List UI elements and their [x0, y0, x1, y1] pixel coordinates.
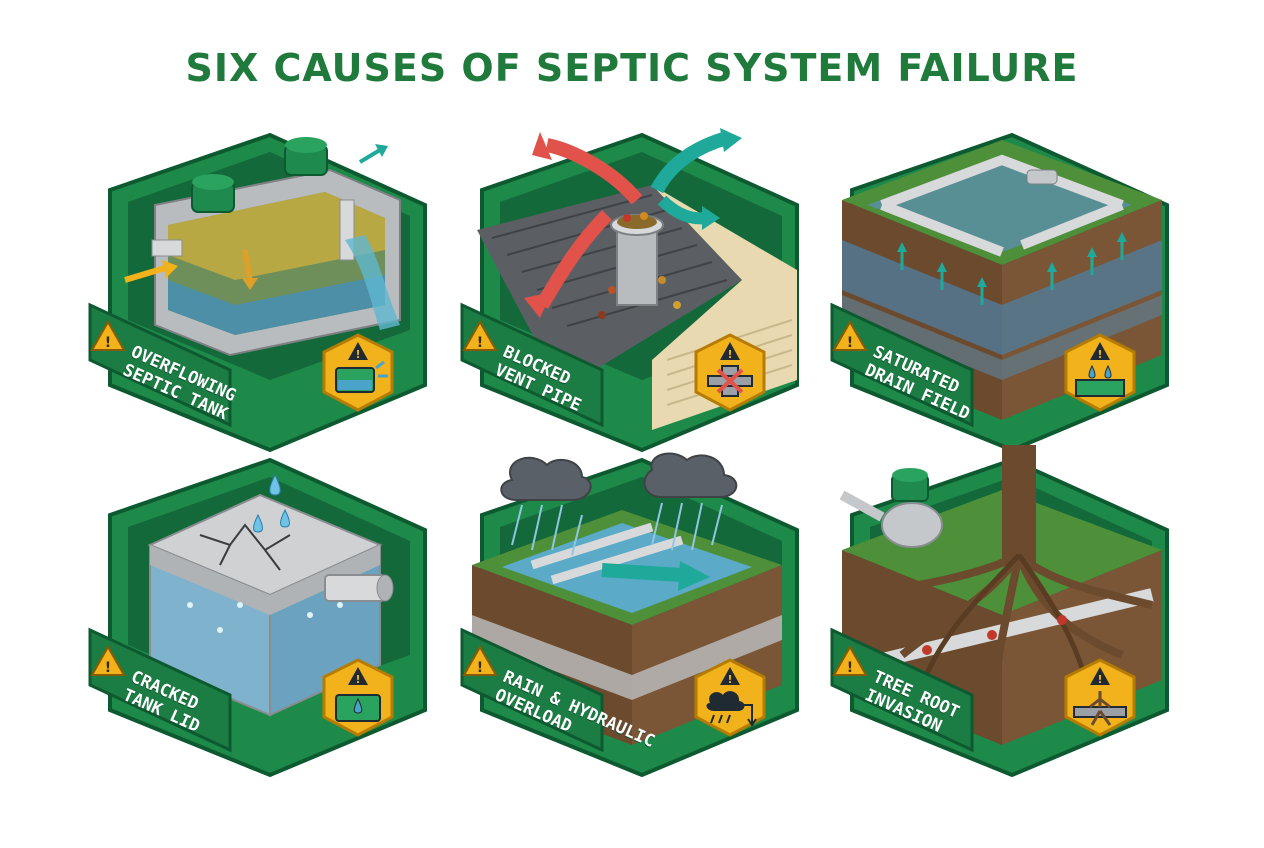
badge-overflowing-tank-icon: !	[322, 333, 394, 412]
badge-rain-cloud-icon: !	[694, 658, 766, 737]
panel-frame: ! !	[830, 132, 1169, 453]
badge-saturated-soil-icon: !	[1064, 333, 1136, 412]
svg-text:!: !	[105, 335, 111, 351]
svg-text:!: !	[355, 673, 360, 686]
svg-text:!: !	[727, 348, 732, 361]
panel-cracked-tank-lid: ! ! Cracked Tank Lid	[80, 455, 440, 785]
panel-tree-root-invasion: ! ! Tree Root Invasion	[822, 445, 1182, 785]
panel-frame: ! !	[830, 445, 1169, 778]
warning-icon: !	[90, 644, 126, 676]
warning-icon: !	[462, 319, 498, 351]
septic-tank-illustration	[124, 137, 401, 357]
badge-root-pipe-icon: !	[1064, 658, 1136, 737]
svg-text:!: !	[847, 660, 853, 676]
svg-text:!: !	[1097, 673, 1102, 686]
warning-icon: !	[90, 319, 126, 351]
warning-icon: !	[832, 644, 868, 676]
panel-frame: ! !	[460, 452, 799, 778]
panel-frame: ! !	[88, 132, 427, 453]
warning-icon: !	[832, 319, 868, 351]
svg-text:!: !	[727, 673, 732, 686]
rain-overload-illustration	[472, 452, 782, 745]
panel-frame: ! !	[88, 457, 427, 778]
svg-text:!: !	[477, 660, 483, 676]
svg-text:!: !	[477, 335, 483, 351]
svg-text:!: !	[847, 335, 853, 351]
svg-text:!: !	[1097, 348, 1102, 361]
panel-blocked-vent-pipe: ! ! Blocked Vent Pipe	[452, 128, 812, 460]
warning-icon: !	[462, 644, 498, 676]
svg-text:!: !	[355, 348, 360, 361]
panel-rain-hydraulic-overload: ! ! Rain & Hydraulic Overload	[452, 452, 812, 785]
badge-leaking-tank-icon: !	[322, 658, 394, 737]
page-title: SIX CAUSES OF SEPTIC SYSTEM FAILURE	[185, 46, 1079, 90]
badge-blocked-pipe-icon: !	[694, 333, 766, 412]
panel-saturated-drain-field: ! ! Saturated Drain Field	[822, 130, 1182, 460]
panel-frame: ! !	[460, 128, 799, 453]
panel-overflowing-septic-tank: ! ! Overflowing Septic Tank	[80, 130, 440, 460]
svg-text:!: !	[105, 660, 111, 676]
